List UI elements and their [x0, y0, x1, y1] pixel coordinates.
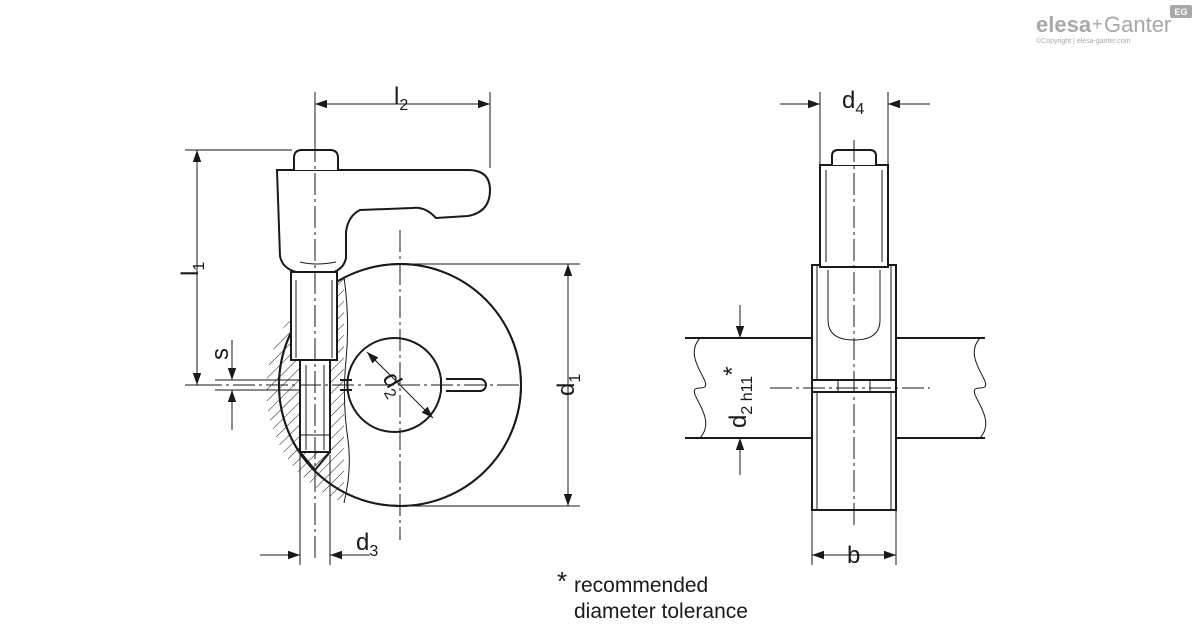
side-dimensions: d4 d2 h11* b	[719, 87, 930, 569]
l1-label: l1	[177, 262, 208, 276]
footnote-star: *	[557, 566, 567, 596]
brand-logo: elesa + Ganter EG ©Copyright | elesa-gan…	[1036, 5, 1192, 45]
logo-elesa-text: elesa	[1036, 12, 1092, 37]
handle-fillet	[299, 261, 337, 265]
footnote: * recommended diameter tolerance	[557, 566, 748, 623]
shaft-break-right	[973, 337, 987, 439]
d2-dimension-line	[366, 351, 434, 419]
copyright-text: ©Copyright | elesa-ganter.com	[1036, 37, 1131, 45]
logo-badge-icon	[1170, 5, 1192, 18]
d3-label: d3	[356, 529, 378, 560]
logo-ganter-text: Ganter	[1104, 12, 1171, 37]
section-break-line	[343, 276, 350, 504]
lever-push-button	[293, 149, 339, 170]
l2-label: l2	[394, 83, 408, 114]
lever-shaft	[290, 271, 338, 361]
d1-label: d1	[553, 374, 584, 396]
front-view	[200, 140, 522, 560]
d4-label: d4	[842, 87, 864, 118]
logo-plus-text: +	[1092, 14, 1103, 34]
d2h11-label: d2 h11*	[719, 366, 756, 428]
shaft-break-left	[693, 337, 707, 439]
b-label: b	[847, 542, 860, 569]
logo-badge-text: EG	[1174, 7, 1187, 17]
front-dimensions: l2 l1 s d1 d2 d3	[177, 83, 584, 565]
side-view	[685, 140, 987, 525]
s-label: s	[207, 348, 234, 360]
footnote-line-2: diameter tolerance	[574, 600, 748, 623]
footnote-line-1: recommended	[574, 574, 708, 597]
lever-handle	[275, 169, 492, 273]
